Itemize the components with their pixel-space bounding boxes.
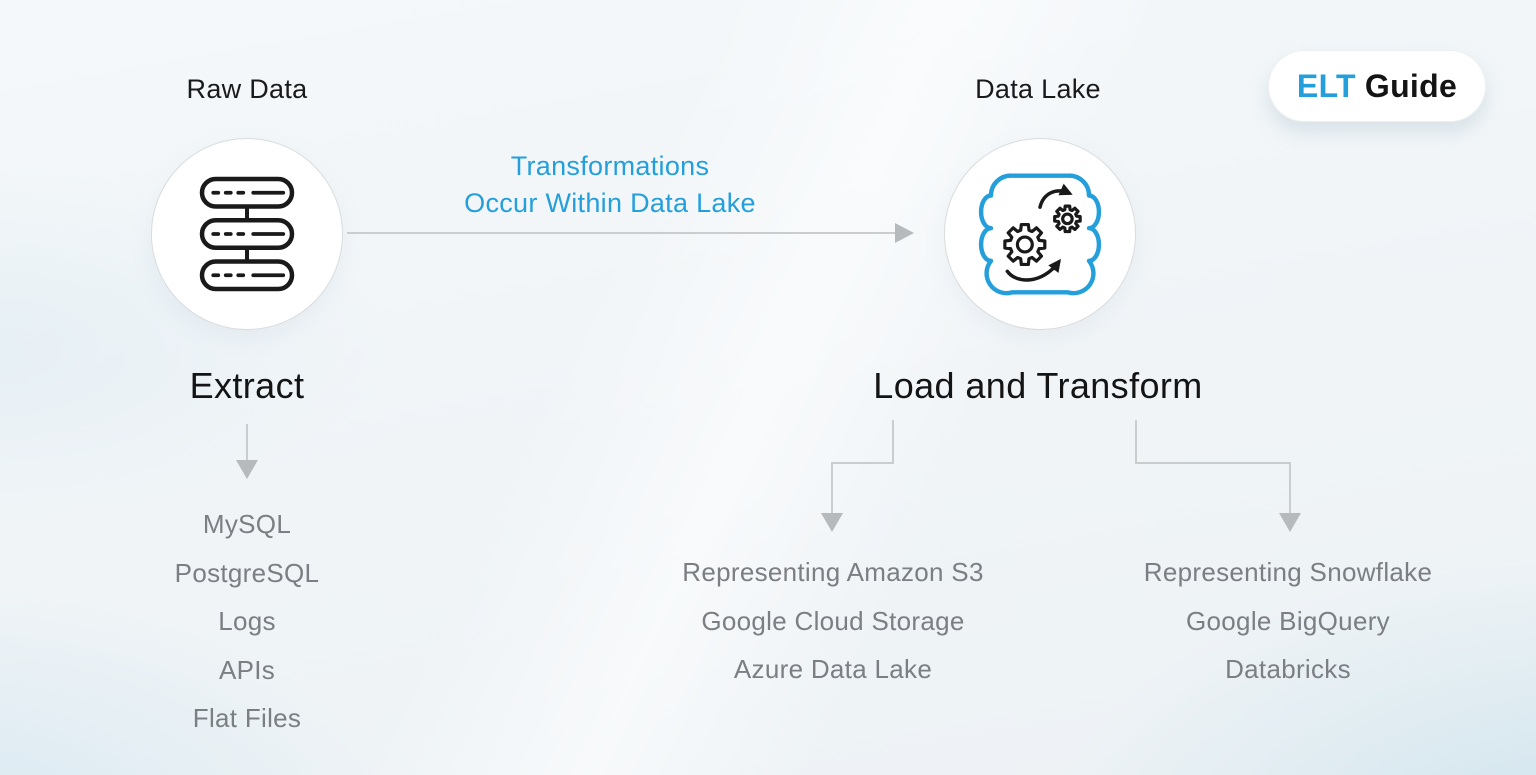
list-item: Google BigQuery — [1186, 605, 1390, 636]
list-item: PostgreSQL — [174, 557, 320, 588]
extract-arrow-head — [236, 460, 258, 479]
lake-left-elbow-head — [821, 513, 843, 532]
raw-data-node — [151, 138, 343, 330]
cycle-arrow-bottom — [1005, 258, 1061, 282]
list-item: Google Cloud Storage — [701, 605, 965, 636]
database-stack-icon — [199, 176, 295, 292]
load-and-transform-title: Load and Transform — [873, 365, 1203, 406]
data-lake-examples-list: Representing Amazon S3 Google Cloud Stora… — [633, 548, 1033, 694]
lake-container-shape — [978, 173, 1102, 296]
data-lake-label: Data Lake — [975, 74, 1101, 104]
lake-left-elbow-line — [831, 420, 894, 513]
list-item: Logs — [218, 606, 276, 636]
flow-caption: Transformations Occur Within Data Lake — [380, 148, 840, 222]
badge-text: Guide — [1364, 67, 1458, 104]
cycle-arrow-top — [1038, 183, 1073, 209]
gear-icon — [1005, 225, 1045, 265]
extract-title: Extract — [189, 365, 305, 406]
lake-right-elbow-head — [1279, 513, 1301, 532]
elt-guide-badge: ELT Guide — [1268, 50, 1486, 122]
flow-caption-line2: Occur Within Data Lake — [464, 188, 756, 218]
list-item: Representing Amazon S3 — [682, 557, 984, 587]
list-item: APIs — [218, 654, 276, 685]
list-item: Azure Data Lake — [733, 654, 933, 684]
data-lake-node — [944, 138, 1136, 330]
flow-arrow-head — [895, 223, 914, 243]
lake-right-elbow-line — [1135, 420, 1291, 513]
badge-highlight-text: ELT — [1296, 67, 1356, 104]
data-lake-transform-icon — [978, 173, 1102, 296]
list-item: MySQL — [202, 509, 292, 539]
flow-caption-line1: Transformations — [510, 151, 710, 181]
gear-icon-small — [1055, 206, 1080, 231]
raw-data-label: Raw Data — [186, 74, 308, 104]
list-item: Flat Files — [192, 703, 302, 733]
list-item: Representing Snowflake — [1143, 557, 1433, 587]
list-item: Databricks — [1225, 654, 1351, 684]
